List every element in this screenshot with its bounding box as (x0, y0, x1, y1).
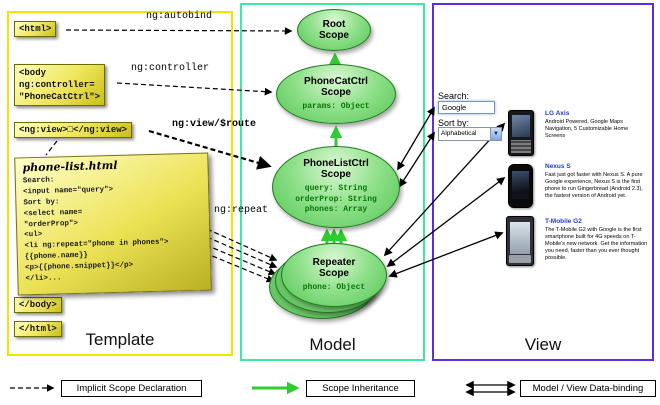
body-close-tag: </body> (14, 297, 62, 313)
ng-autobind-label: ng:autobind (145, 11, 212, 22)
phone-screen (512, 171, 529, 199)
ng-view-tag: <ng:view>□</ng:view> (14, 122, 133, 138)
phone-link-tmobile-g2[interactable]: T-Mobile G2 (545, 218, 582, 225)
phone-link-lg-axis[interactable]: LG Axis (545, 110, 570, 117)
template-panel-label: Template (85, 330, 155, 349)
phone-image-tmobile-g2 (506, 216, 534, 266)
search-input[interactable]: Google (438, 101, 495, 114)
phone-keyboard (511, 140, 531, 153)
model-panel-label: Model (309, 335, 356, 354)
root-scope-ellipse: Root Scope (297, 9, 371, 51)
scope-property: phones: Array (304, 205, 368, 215)
phone-description: Fast just got faster with Nexus S. A pur… (545, 172, 643, 199)
html-close-tag: </html> (14, 321, 62, 337)
ng-repeat-label: ng:repeat (213, 205, 268, 216)
body-open-tag: <body ng:controller= "PhoneCatCtrl"> (14, 64, 106, 107)
legend-scope-inheritance: Scope Inheritance (306, 380, 415, 397)
scope-property: params: Object (302, 101, 370, 111)
phone-link-nexus-s[interactable]: Nexus S (545, 163, 571, 170)
sort-select[interactable]: Alphabetical ▼ (438, 127, 502, 141)
repeater-scope-title: Repeater Scope (312, 256, 356, 280)
dropdown-arrow-icon: ▼ (490, 128, 501, 140)
scope-property: query: String (304, 183, 368, 193)
scope-property: orderProp: String (295, 194, 377, 204)
view-panel-label: View (524, 335, 562, 354)
phonelistctrl-scope-title: PhoneListCtrl Scope (303, 157, 369, 181)
html-open-tag: <html> (14, 21, 57, 37)
phone-chin (509, 255, 531, 263)
phone-image-lg-axis (508, 110, 534, 156)
phonelistctrl-scope-ellipse: PhoneListCtrl Scope query: String orderP… (272, 146, 400, 228)
phone-list-template-note: phone-list.html Search: <input name="que… (14, 152, 212, 296)
phonecatctrl-scope-ellipse: PhoneCatCtrl Scope params: Object (276, 64, 396, 124)
legend-implicit-scope-declaration: Implicit Scope Declaration (61, 380, 202, 397)
repeater-scope-ellipse: Repeater Scope phone: Object (281, 243, 387, 307)
legend-model-view-data-binding: Model / View Data-binding (520, 380, 656, 397)
search-label: Search: (438, 91, 470, 101)
scope-property: phone: Object (302, 282, 366, 292)
template-panel: Template (7, 11, 233, 356)
root-scope-title: Root Scope (318, 18, 349, 42)
ng-controller-label: ng:controller (130, 63, 209, 74)
phone-screen (510, 222, 530, 254)
phonecatctrl-scope-title: PhoneCatCtrl Scope (304, 75, 368, 99)
sort-by-label: Sort by: (438, 118, 470, 128)
sort-select-value: Alphabetical (441, 130, 477, 137)
phone-description: The T-Mobile G2 with Google is the first… (545, 227, 648, 261)
phone-screen (512, 115, 530, 137)
phone-image-nexus-s (508, 164, 533, 208)
ng-view-route-label: ng:view/$route (171, 119, 256, 130)
phone-description: Android Powered, Google Maps Navigation,… (545, 119, 629, 139)
